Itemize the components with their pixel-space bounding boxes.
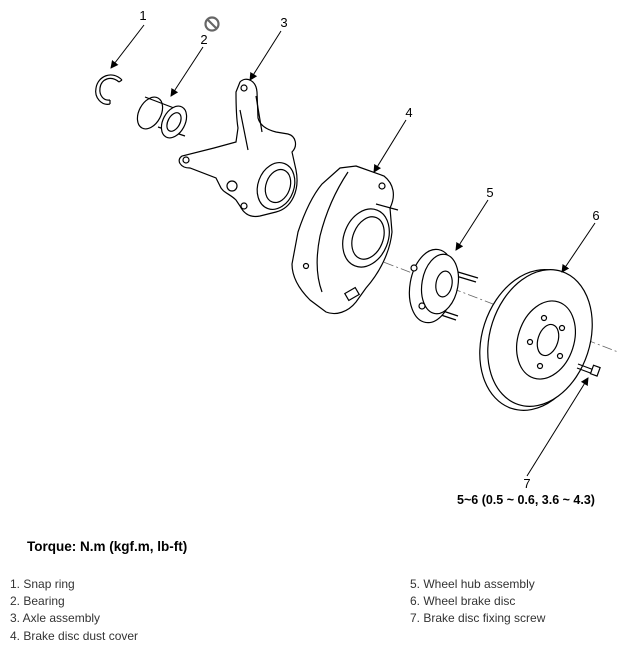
snap-ring-part	[95, 74, 123, 105]
legend-item: 2. Bearing	[10, 594, 65, 609]
legend-item: 6. Wheel brake disc	[410, 594, 516, 609]
parts-legend-left: 1. Snap ring 2. Bearing 3. Axle assembly…	[10, 576, 138, 645]
legend-item: 7. Brake disc fixing screw	[410, 611, 546, 626]
callout-5: 5	[486, 185, 493, 200]
callout-6: 6	[592, 208, 599, 223]
wheel-hub-part	[408, 248, 479, 324]
axle-assembly-part	[178, 78, 298, 218]
callout-4: 4	[405, 105, 412, 120]
callout-7: 7	[523, 476, 530, 491]
leader-line-6	[561, 222, 596, 273]
callout-3: 3	[280, 15, 287, 30]
brake-disc-part	[479, 269, 593, 411]
leader-line-1	[110, 24, 145, 69]
legend-item: 3. Axle assembly	[10, 611, 101, 626]
leader-line-5	[455, 199, 489, 251]
parts-legend-right: 5. Wheel hub assembly 6. Wheel brake dis…	[410, 576, 545, 628]
leader-line-3	[249, 30, 282, 81]
exploded-view-diagram: 1 2 3 4 5 6 7 5~6 (0.5 ~ 0.6, 3.6 ~ 4.3)	[95, 8, 619, 507]
bearing-part	[136, 96, 188, 139]
torque-spec-value: 5~6 (0.5 ~ 0.6, 3.6 ~ 4.3)	[457, 493, 595, 507]
fixing-screw-part	[576, 363, 601, 377]
legend-item: 1. Snap ring	[10, 577, 75, 591]
dust-cover-part	[291, 165, 399, 315]
leader-line-2	[170, 46, 204, 97]
torque-units-heading: Torque: N.m (kgf.m, lb-ft)	[27, 539, 188, 554]
leader-lines	[110, 24, 596, 477]
leader-line-7	[526, 377, 589, 477]
callout-1: 1	[139, 8, 146, 23]
leader-line-4	[373, 119, 407, 173]
callout-2: 2	[200, 32, 207, 47]
prohibited-icon	[204, 16, 220, 32]
legend-item: 4. Brake disc dust cover	[10, 628, 139, 643]
legend-item: 5. Wheel hub assembly	[410, 577, 535, 591]
